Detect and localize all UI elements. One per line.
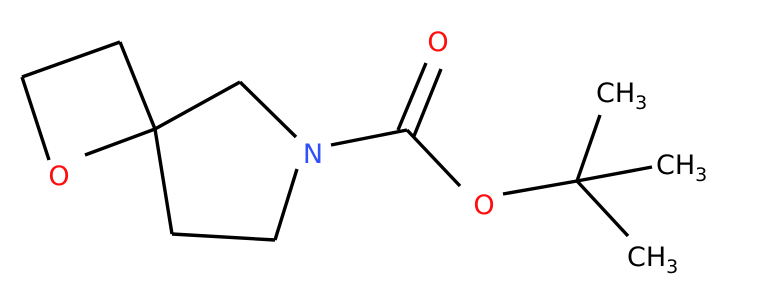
- bond: [575, 179, 630, 238]
- methyl-bottom-label: CH3: [627, 242, 678, 278]
- bond: [238, 80, 298, 139]
- bond: [171, 232, 276, 242]
- bond: [84, 127, 156, 157]
- methyl-right-label: CH3: [656, 150, 707, 186]
- bond: [21, 40, 121, 79]
- bond: [502, 179, 578, 196]
- bond: [273, 168, 299, 241]
- bond: [396, 62, 428, 131]
- bond: [405, 128, 462, 188]
- atom-labels: O N O O CH3 CH3 CH3: [48, 27, 707, 278]
- bond: [576, 165, 653, 183]
- carbonyl-oxygen-label: O: [427, 27, 448, 58]
- ester-oxygen-label: O: [473, 190, 494, 221]
- bond: [118, 41, 157, 130]
- bond: [154, 80, 241, 131]
- nitrogen-label: N: [303, 139, 323, 170]
- bond: [330, 128, 408, 147]
- bonds: [20, 40, 653, 242]
- bond: [20, 76, 51, 161]
- bond: [412, 68, 443, 137]
- bond: [575, 114, 602, 182]
- bond: [153, 128, 174, 235]
- ring-oxygen-label: O: [48, 161, 69, 192]
- methyl-top-label: CH3: [596, 78, 647, 114]
